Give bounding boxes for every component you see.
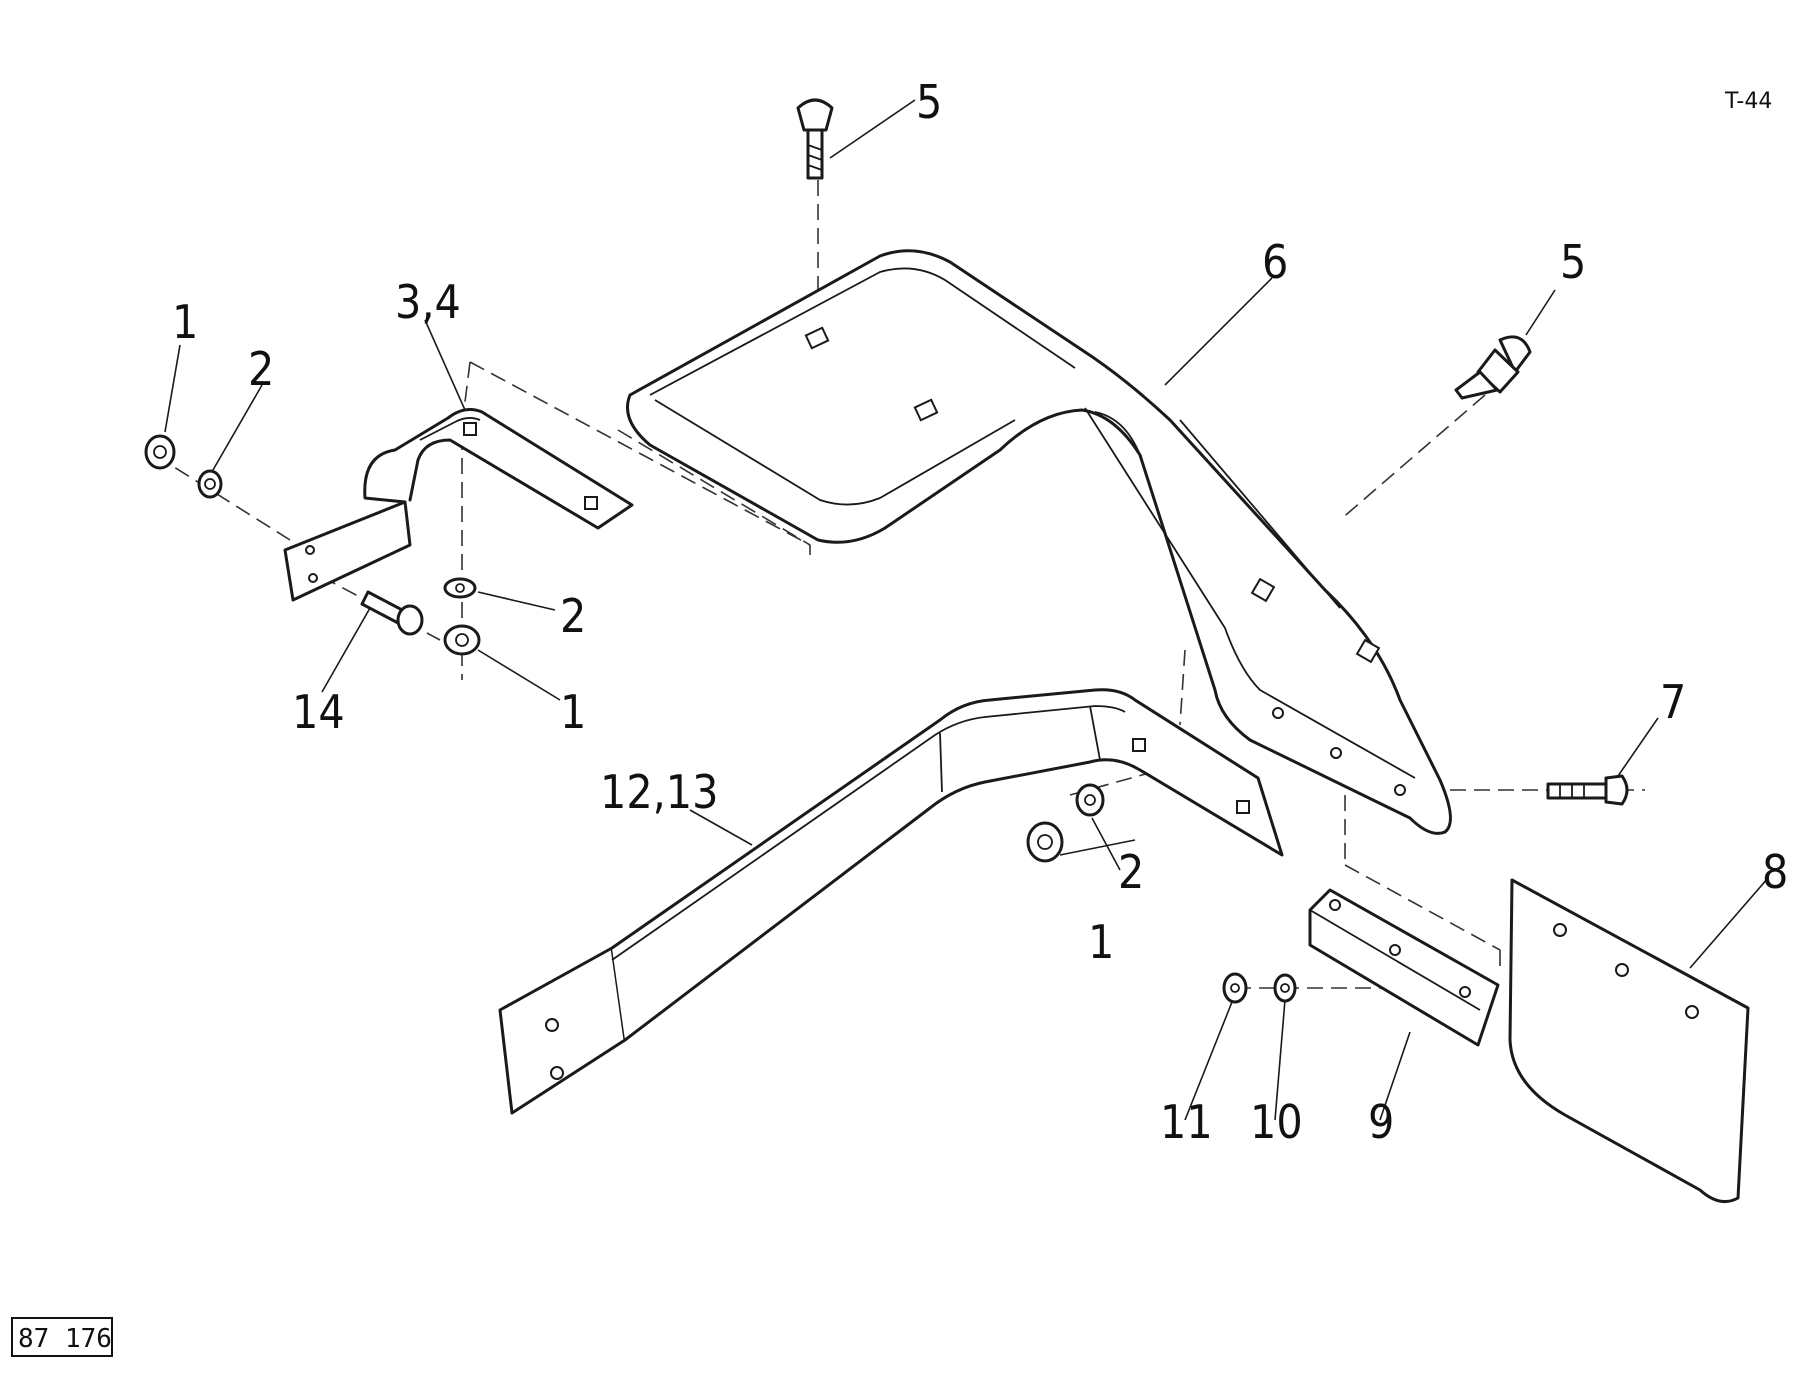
callout-nut-left: 1 [172, 295, 198, 349]
callout-bolt-top: 5 [916, 75, 942, 129]
support-arm-part [498, 688, 1284, 1115]
sheet-code: T-44 [1724, 89, 1772, 114]
callout-bolt-side: 7 [1660, 675, 1686, 729]
fender-part [626, 249, 1452, 835]
callout-nut-small: 11 [1160, 1095, 1213, 1149]
bolt-small [360, 590, 424, 636]
callout-washer-left: 2 [248, 342, 274, 396]
flap-bracket-part [1308, 888, 1500, 1047]
callout-fender: 6 [1262, 235, 1288, 289]
callout-support-arm: 12,13 [600, 765, 718, 819]
mudflap-part [1508, 878, 1750, 1204]
leader-lines [164, 99, 1769, 1121]
bolt-side [1546, 774, 1629, 806]
callout-bracket-small: 3,4 [395, 275, 461, 329]
callout-bolt-small: 14 [292, 685, 345, 739]
callout-flap-bracket: 9 [1368, 1095, 1394, 1149]
callout-mudflap: 8 [1762, 845, 1788, 899]
callout-nut-lower: 1 [1088, 915, 1114, 969]
drawing-number: 87 176 [18, 1324, 112, 1354]
callout-washer-small: 10 [1250, 1095, 1303, 1149]
callout-washer-mid: 2 [560, 589, 586, 643]
callout-bolt-right: 5 [1560, 235, 1586, 289]
callout-nut-mid: 1 [560, 685, 586, 739]
small-bracket-part [283, 408, 634, 602]
callout-labels: T-44 5 6 5 1 2 3,4 2 1 14 12,13 1 2 7 8 … [172, 75, 1788, 1149]
fasteners [144, 434, 1297, 1004]
drawing-number-stamp: 87 176 [11, 1317, 113, 1357]
callout-washer-lower: 2 [1118, 845, 1144, 899]
bolt-right [1454, 335, 1532, 400]
bolt-top [796, 98, 834, 180]
